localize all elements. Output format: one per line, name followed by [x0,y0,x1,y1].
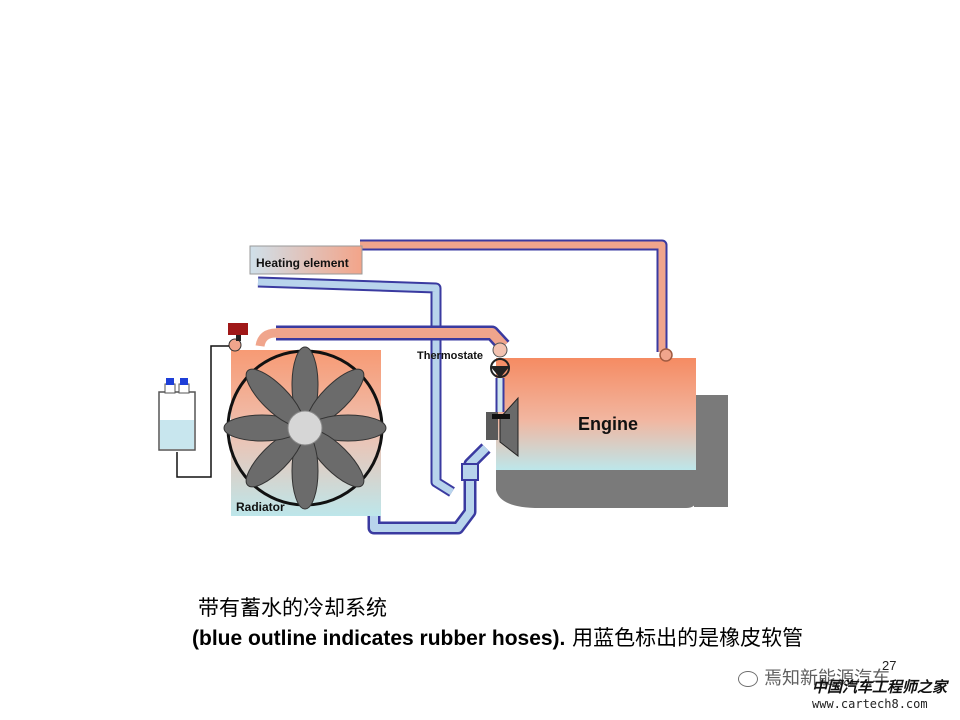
heating-element-label: Heating element [256,256,349,270]
water-pump [486,396,519,458]
engine-block [496,395,728,508]
watermark-brand: 中国汽车工程师之家 [812,678,948,696]
caption-subtitle: (blue outline indicates rubber hoses). 用… [192,622,803,652]
coolant-reservoir [158,378,196,451]
heating-element-box [249,245,363,275]
caption-chinese: 用蓝色标出的是橡皮软管 [565,626,804,650]
watermark-source-text: 焉知新能源汽车 [764,668,890,689]
page-number: 27 [882,658,897,673]
thermostate-label: Thermostate [417,350,483,362]
radiator-label: Radiator [236,500,285,514]
overflow-line [176,345,229,478]
caption-title: 带有蓄水的冷却系统 [198,596,387,620]
engine-body [496,358,696,470]
radiator-cap [228,323,248,352]
hose-connector [461,463,479,481]
heater-outlet-fitting [659,348,673,362]
watermark-source: 焉知新能源汽车 [738,664,890,690]
caption-english: (blue outline indicates rubber hoses). [192,627,566,650]
watermark-url: www.cartech8.com [812,697,928,711]
thermostat [490,342,510,378]
engine-label: Engine [578,414,638,434]
wechat-icon [738,671,758,687]
cooling-fan [223,346,387,510]
